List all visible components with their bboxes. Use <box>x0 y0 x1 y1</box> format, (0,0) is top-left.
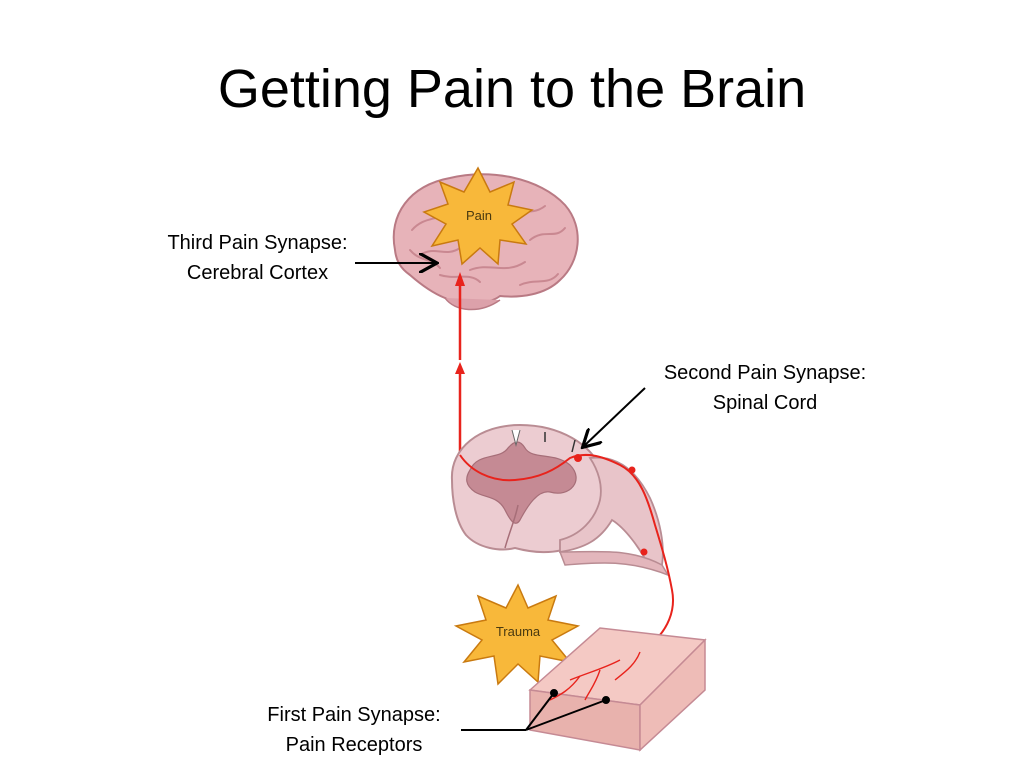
third-synapse-label: Third Pain Synapse: Cerebral Cortex <box>140 228 375 288</box>
skin-block-illustration <box>528 627 707 752</box>
spinal-cord-illustration <box>450 423 670 577</box>
pain-burst-label: Pain <box>466 208 492 223</box>
pain-burst: Pain <box>422 166 534 266</box>
trauma-burst: Trauma <box>453 583 581 686</box>
ascending-pathway <box>455 272 465 452</box>
first-synapse-label-line1: First Pain Synapse: <box>267 704 441 726</box>
first-synapse-label: First Pain Synapse: Pain Receptors <box>240 700 468 760</box>
second-synapse-label-line2: Spinal Cord <box>712 392 818 414</box>
trauma-burst-label: Trauma <box>496 624 541 639</box>
first-synapse-pointer <box>461 689 610 731</box>
first-synapse-label-line2: Pain Receptors <box>285 734 423 756</box>
slide-title: Getting Pain to the Brain <box>217 59 807 119</box>
second-synapse-label: Second Pain Synapse: Spinal Cord <box>640 358 890 418</box>
second-synapse-label-line1: Second Pain Synapse: <box>663 362 867 384</box>
second-synapse-pointer <box>584 387 646 446</box>
third-synapse-label-line1: Third Pain Synapse: <box>167 232 348 254</box>
third-synapse-label-line2: Cerebral Cortex <box>186 262 329 284</box>
